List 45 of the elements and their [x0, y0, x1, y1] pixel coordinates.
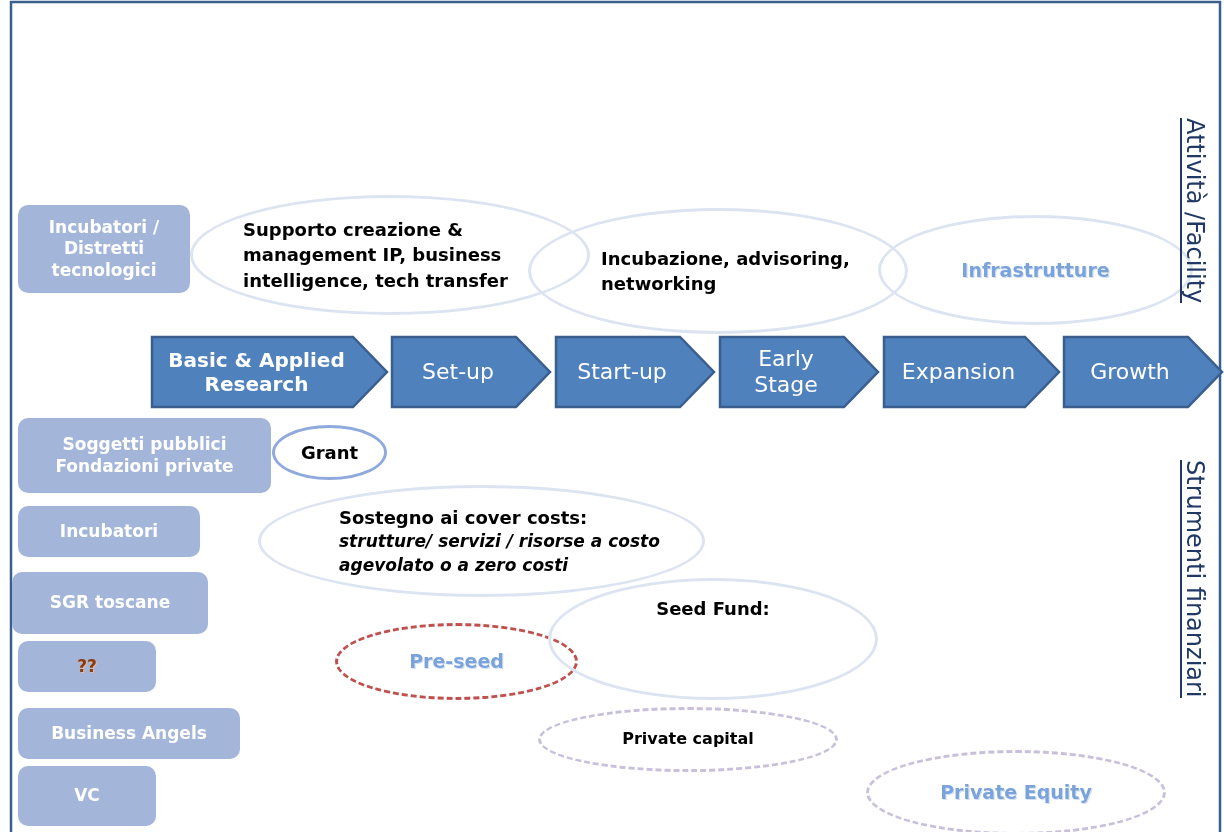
activity-ellipse [258, 485, 705, 597]
actor-box [18, 641, 156, 692]
stage-pentagon-box [556, 337, 714, 407]
actor-box [18, 418, 271, 493]
activity-ellipse [335, 623, 578, 700]
node-label: Business Angels [51, 722, 207, 745]
node-detail: strutture/ servizi / risorse a costo agevolato o a zero costi [339, 529, 661, 577]
node-label: Private Equity [940, 780, 1092, 806]
activity-ellipse [190, 195, 590, 315]
activity-ellipse [272, 425, 387, 480]
node-label: Incubazione, advisoring, networking [601, 246, 851, 296]
actor-box [18, 506, 200, 557]
node-label: VC [74, 785, 100, 807]
section-label: Attività /Facility [1179, 118, 1208, 304]
stage-label: Expansion [901, 358, 1016, 386]
node-label: Grant [300, 440, 359, 465]
actor-box [18, 205, 190, 293]
stage-label: Growth [1090, 358, 1170, 386]
node-label: Infrastrutture [961, 257, 1110, 283]
node-label: Incubatori [59, 520, 159, 543]
node-label: Seed Fund: [656, 597, 770, 622]
stage-label: Early Stage [753, 345, 819, 399]
stage-pentagon-box [884, 337, 1059, 407]
stage-pentagon-box [152, 337, 387, 407]
node-label: ?? [77, 655, 97, 678]
node-label: Pre-seed [409, 649, 504, 675]
activity-ellipse [548, 578, 878, 700]
stage-pentagon-box [720, 337, 878, 407]
node-label: Private capital [622, 728, 754, 751]
activity-ellipse [866, 750, 1166, 832]
stage-pentagon-box [1064, 337, 1222, 407]
actor-box [18, 766, 156, 826]
stage-label: Basic & Applied Research [167, 348, 346, 396]
node-label: Supporto creazione & management IP, business intelligence, tech transfer [243, 218, 509, 293]
actor-box [18, 708, 240, 759]
actor-box [12, 572, 208, 634]
node-label: Sostegno ai cover costs: [339, 505, 588, 530]
node-label: Soggetti pubblici Fondazioni private [54, 434, 235, 477]
activity-ellipse [538, 707, 838, 772]
node-label: SGR toscane [49, 592, 171, 614]
stage-label: Start-up [577, 358, 667, 386]
stage-label: Set-up [422, 358, 494, 386]
node-label: Incubatori / Distretti tecnologici [47, 217, 161, 281]
section-label: Strumenti finanziari [1179, 460, 1208, 698]
stage-pentagon-box [392, 337, 550, 407]
